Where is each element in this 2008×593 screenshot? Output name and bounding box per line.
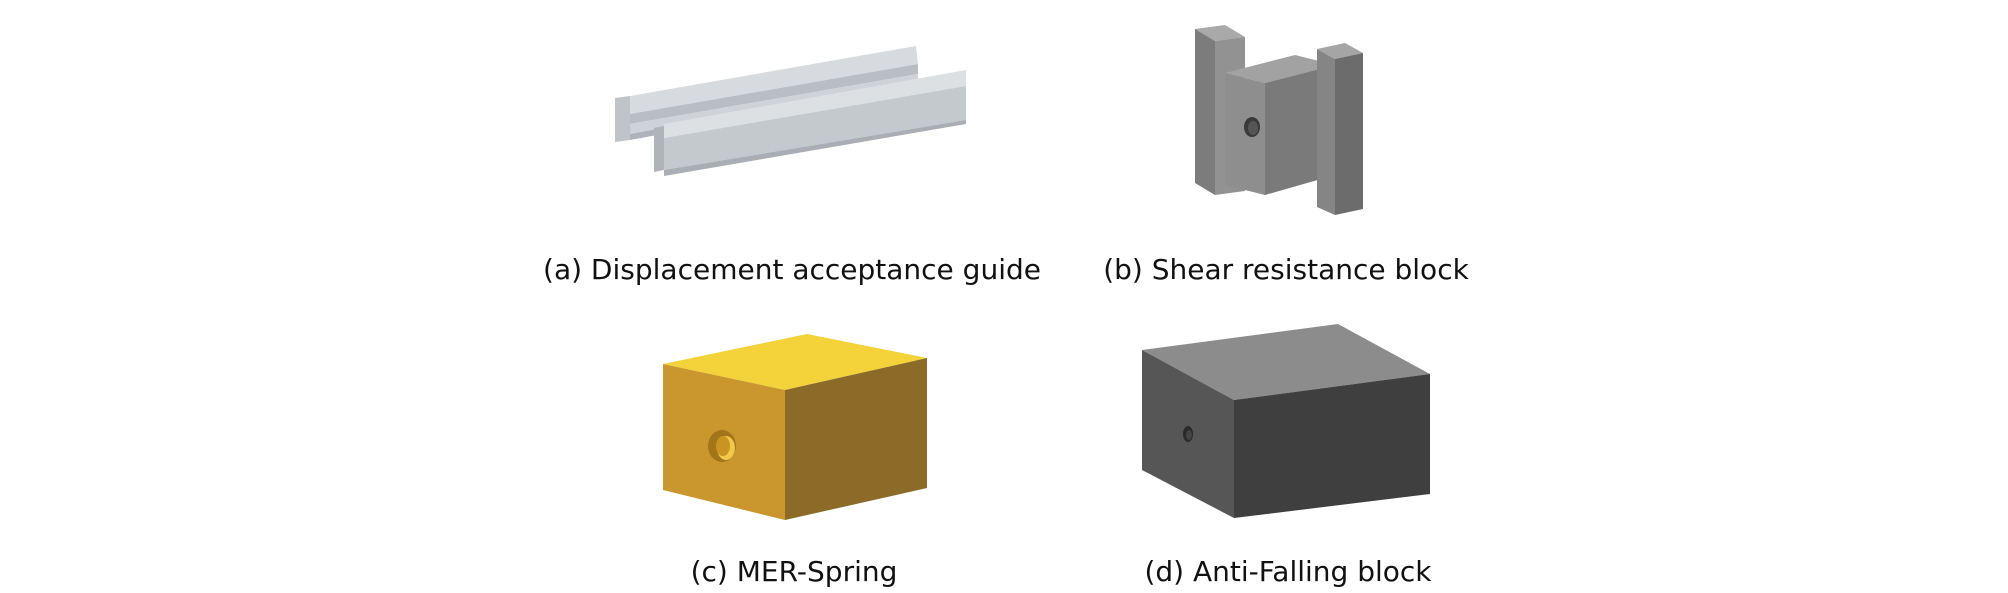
panel-a <box>600 30 990 180</box>
shear-resistance-block-drawing <box>1195 25 1363 215</box>
panel-c <box>655 330 935 530</box>
mer-spring-drawing <box>663 334 927 520</box>
caption-b: (b) Shear resistance block <box>1103 253 1469 286</box>
anti-falling-block-drawing <box>1142 324 1430 518</box>
panel-b <box>1185 15 1385 225</box>
caption-d: (d) Anti-Falling block <box>1144 555 1432 588</box>
panel-d <box>1138 322 1438 522</box>
displacement-acceptance-guide-drawing <box>615 46 966 176</box>
caption-c: (c) MER-Spring <box>690 555 898 588</box>
caption-a: (a) Displacement acceptance guide <box>543 253 1041 286</box>
